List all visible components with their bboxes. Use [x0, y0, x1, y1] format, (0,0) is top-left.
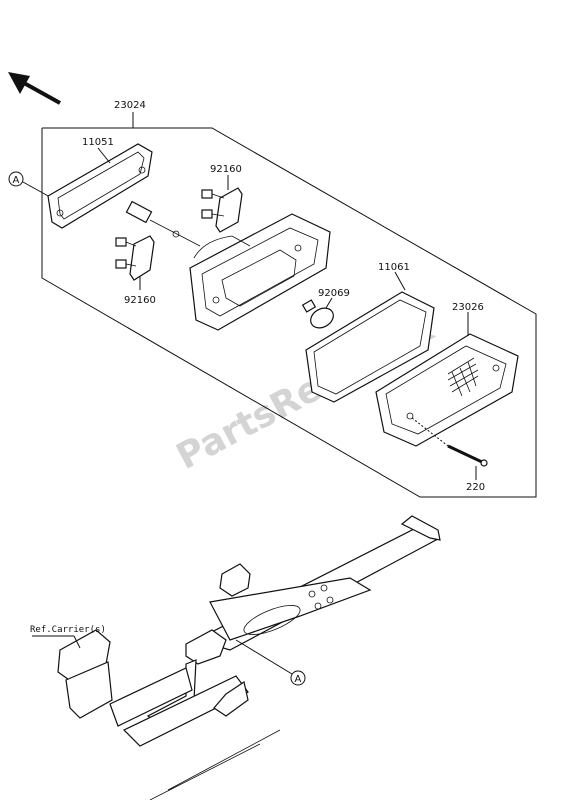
leader-11051 [97, 147, 111, 164]
ref-a-bottom-label: A [295, 674, 302, 685]
lens-23026[interactable] [375, 333, 519, 447]
leader-92069 [325, 297, 333, 309]
label-11061: 11061 [378, 262, 410, 273]
reference-a-bottom[interactable]: A [290, 670, 306, 686]
label-11051: 11051 [82, 137, 114, 148]
assembly-outline [41, 127, 537, 498]
label-23024: 23024 [114, 100, 146, 111]
front-direction-arrow-icon [8, 72, 61, 105]
screw-set-92160-top[interactable] [201, 187, 243, 233]
screw-set-92160-bottom[interactable] [115, 235, 155, 281]
bulb-92069[interactable] [301, 299, 337, 332]
lamp-housing[interactable] [189, 213, 331, 331]
bulb-socket[interactable] [125, 200, 201, 247]
leader-11061 [394, 271, 406, 291]
gasket-11061[interactable] [305, 291, 435, 403]
ref-carrier-label: Ref.Carrier(s) [30, 625, 106, 635]
label-92160-bottom: 92160 [124, 295, 156, 306]
screw-220[interactable] [447, 444, 488, 467]
circle-a-reference-icon [8, 171, 24, 187]
label-92160-top: 92160 [210, 164, 242, 175]
circle-a-reference-icon [290, 670, 306, 686]
label-220: 220 [466, 482, 485, 493]
ref-a-top-label: A [13, 175, 20, 186]
reference-a-top[interactable]: A [8, 171, 24, 187]
carrier-frame[interactable] [57, 515, 441, 800]
license-bracket-11051[interactable] [47, 143, 153, 229]
label-23026: 23026 [452, 302, 484, 313]
label-92069: 92069 [318, 288, 350, 299]
